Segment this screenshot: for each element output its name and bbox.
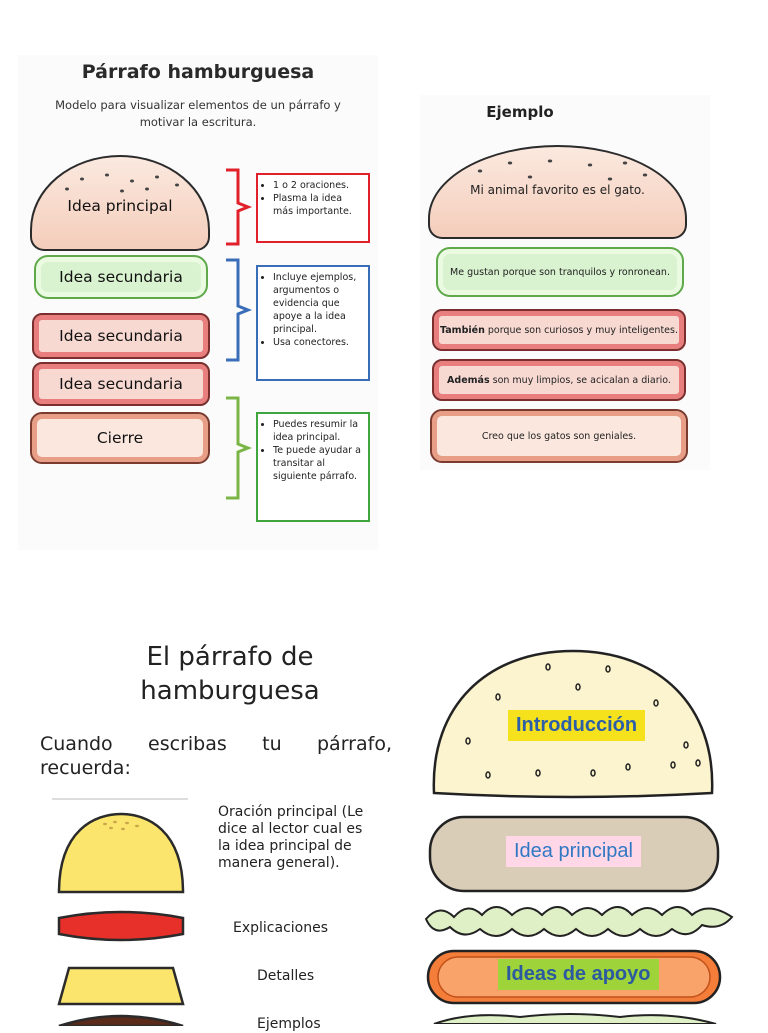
meat-label-1: Idea secundaria	[59, 327, 183, 345]
example-meat-1-text: También porque son curiosos y muy inteli…	[440, 325, 678, 336]
example-lettuce-text: Me gustan porque son tranquilos y ronron…	[450, 266, 670, 278]
blue-info-item: Incluye ejemplos, argumentos o evidencia…	[273, 271, 363, 336]
example-meat-1: También porque son curiosos y muy inteli…	[432, 309, 686, 351]
remember-text: Cuando escribas tu párrafo, recuerda:	[40, 732, 392, 780]
item-main-sentence: Oración principal (Le dice al lector cua…	[218, 804, 364, 871]
panel3-title-line2: hamburguesa	[140, 676, 320, 706]
red-info-item: Plasma la idea más importante.	[273, 192, 363, 218]
example-top-bun-text: Mi animal favorito es el gato.	[470, 183, 645, 197]
green-info-item: Puedes resumir la idea principal.	[273, 418, 363, 444]
lettuce-label: Idea secundaria	[59, 268, 183, 286]
red-brace-icon	[226, 168, 253, 246]
example-meat-1-rest: porque son curiosos y muy inteligentes.	[484, 324, 678, 336]
cheese-icon	[57, 966, 185, 1006]
example-panel: Ejemplo Mi animal favorito es el gato. M…	[420, 95, 710, 470]
top-bun: Idea principal	[30, 155, 210, 251]
blue-info-box: Incluye ejemplos, argumentos o evidencia…	[256, 265, 370, 381]
item-examples: Ejemplos	[257, 1016, 321, 1032]
remember-line1: Cuando escribas tu párrafo,	[40, 733, 392, 755]
item-details: Detalles	[257, 968, 315, 984]
panel3-title: El párrafo de hamburguesa	[80, 640, 380, 708]
green-info-item: Te puede ayudar a transitar al siguiente…	[273, 444, 363, 483]
hamburger-paragraph-model-panel: Párrafo hamburguesa Modelo para visualiz…	[18, 55, 378, 550]
blue-brace-icon	[226, 258, 253, 362]
lettuce-layer: Idea secundaria	[34, 255, 208, 299]
panel1-subtitle: Modelo para visualizar elementos de un p…	[55, 98, 341, 129]
example-meat-2: Además son muy limpios, se acicalan a di…	[432, 359, 686, 401]
meat-layer-1: Idea secundaria	[32, 313, 210, 359]
green-brace-icon	[226, 396, 253, 500]
support-ideas-tag: Ideas de apoyo	[498, 959, 659, 990]
bottom-lettuce-icon	[433, 1013, 717, 1024]
remember-line2: recuerda:	[40, 757, 131, 779]
example-bottom-bun: Creo que los gatos son geniales.	[430, 409, 688, 463]
connector-word: Además	[447, 374, 490, 386]
tomato-icon	[57, 910, 185, 942]
example-meat-2-rest: son muy limpios, se acicalan a diario.	[489, 374, 671, 386]
meat-layer-2: Idea secundaria	[32, 362, 210, 406]
green-info-box: Puedes resumir la idea principal. Te pue…	[256, 412, 370, 522]
item-explanations: Explicaciones	[233, 920, 329, 936]
panel3-title-line1: El párrafo de	[146, 642, 314, 672]
example-top-bun: Mi animal favorito es el gato.	[428, 145, 687, 239]
lettuce-icon	[424, 906, 734, 937]
top-bun-label: Idea principal	[67, 197, 173, 215]
panel1-title: Párrafo hamburguesa	[81, 61, 315, 83]
example-lettuce: Me gustan porque son tranquilos y ronron…	[436, 247, 684, 297]
divider	[52, 798, 188, 800]
sesame-seeds-icon	[477, 159, 648, 181]
example-bottom-bun-text: Creo que los gatos son geniales.	[481, 430, 637, 442]
example-meat-2-text: Además son muy limpios, se acicalan a di…	[447, 375, 671, 386]
sesame-seeds-icon	[65, 173, 179, 193]
burger-paragraph-reminder-panel: El párrafo de hamburguesa Cuando escriba…	[40, 640, 400, 1032]
burger-illustration-panel: Introducción Idea principal Ideas de apo…	[420, 645, 750, 1024]
main-idea-tag: Idea principal	[506, 836, 641, 867]
connector-word: También	[440, 324, 485, 336]
top-bun-icon	[57, 812, 185, 894]
bottom-bun: Cierre	[30, 412, 210, 464]
red-info-box: 1 o 2 oraciones. Plasma la idea más impo…	[256, 173, 370, 243]
example-title: Ejemplo	[486, 103, 554, 121]
meat-label-2: Idea secundaria	[59, 375, 183, 393]
red-info-item: 1 o 2 oraciones.	[273, 179, 363, 192]
blue-info-item: Usa conectores.	[273, 336, 363, 349]
bottom-bun-label: Cierre	[96, 429, 144, 447]
intro-tag: Introducción	[508, 710, 646, 741]
